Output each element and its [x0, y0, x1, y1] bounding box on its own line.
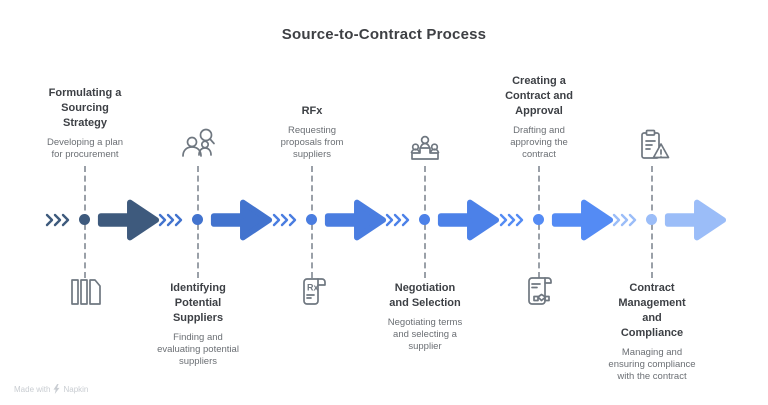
stage-text: RFx Requesting proposals from suppliers [247, 104, 377, 161]
stage-rfx: RFx Requesting proposals from suppliers … [255, 0, 387, 405]
stage-description: Requesting proposals from suppliers [280, 125, 344, 160]
stage-title: Formulating a Sourcing Strategy [48, 87, 122, 129]
stage-text: Identifying Potential Suppliers Finding … [133, 281, 263, 368]
stage-negotiation-and-selection: Negotiation and Selection Negotiating te… [368, 0, 500, 405]
stage-text: Contract Management and Compliance Manag… [587, 281, 717, 383]
arrow-icon [551, 199, 614, 241]
arrow-icon [210, 199, 273, 241]
stage-description: Finding and evaluating potential supplie… [157, 332, 239, 367]
timeline-dot [533, 214, 544, 225]
svg-text:Rx: Rx [307, 283, 319, 293]
stage-contract-management-compliance: Contract Management and Compliance Manag… [595, 0, 727, 405]
rfx-scroll-icon: Rx [292, 271, 332, 311]
diagram-title: Source-to-Contract Process [281, 26, 487, 43]
stage-title: Creating a Contract and Approval [505, 75, 573, 117]
arrow-icon [437, 199, 500, 241]
stage-description: Drafting and approving the contract [510, 125, 568, 160]
stage-description: Developing a plan for procurement [46, 137, 124, 160]
chevrons-icon [45, 213, 70, 227]
stage-description: Negotiating terms and selecting a suppli… [387, 317, 463, 352]
columns-icon [65, 271, 105, 311]
chevrons-icon [158, 213, 183, 227]
chevrons-icon [272, 213, 297, 227]
made-with-napkin-watermark: Made with Napkin [14, 384, 88, 394]
chevrons-icon [385, 213, 410, 227]
stage-text: Creating a Contract and Approval Draftin… [474, 74, 604, 161]
napkin-bolt-icon [53, 384, 60, 394]
stage-title: Contract Management and Compliance [618, 282, 686, 339]
timeline-dot [79, 214, 90, 225]
timeline-dot [306, 214, 317, 225]
contract-handshake-icon [519, 271, 559, 311]
timeline-dot [419, 214, 430, 225]
podium-people-icon [405, 125, 445, 165]
timeline-dot [646, 214, 657, 225]
watermark-text: Made with [14, 384, 51, 394]
timeline-dot [192, 214, 203, 225]
people-search-icon [178, 125, 218, 165]
clipboard-warning-icon [632, 125, 672, 165]
stage-title: Identifying Potential Suppliers [170, 282, 226, 324]
arrow-icon [664, 199, 727, 241]
stage-text: Negotiation and Selection Negotiating te… [360, 281, 490, 353]
arrow-icon [97, 199, 160, 241]
stage-formulating-sourcing-strategy: Formulating a Sourcing Strategy Developi… [28, 0, 160, 405]
watermark-brand: Napkin [63, 384, 89, 394]
stage-text: Formulating a Sourcing Strategy Developi… [20, 86, 150, 161]
stage-identifying-potential-suppliers: Identifying Potential Suppliers Finding … [141, 0, 273, 405]
stage-title: Negotiation and Selection [389, 282, 461, 309]
stage-creating-contract-approval: Creating a Contract and Approval Draftin… [482, 0, 614, 405]
stage-title: RFx [301, 105, 323, 117]
stage-description: Managing and ensuring compliance with th… [608, 347, 696, 382]
chevrons-icon [499, 213, 524, 227]
chevrons-icon [612, 213, 637, 227]
arrow-icon [324, 199, 387, 241]
